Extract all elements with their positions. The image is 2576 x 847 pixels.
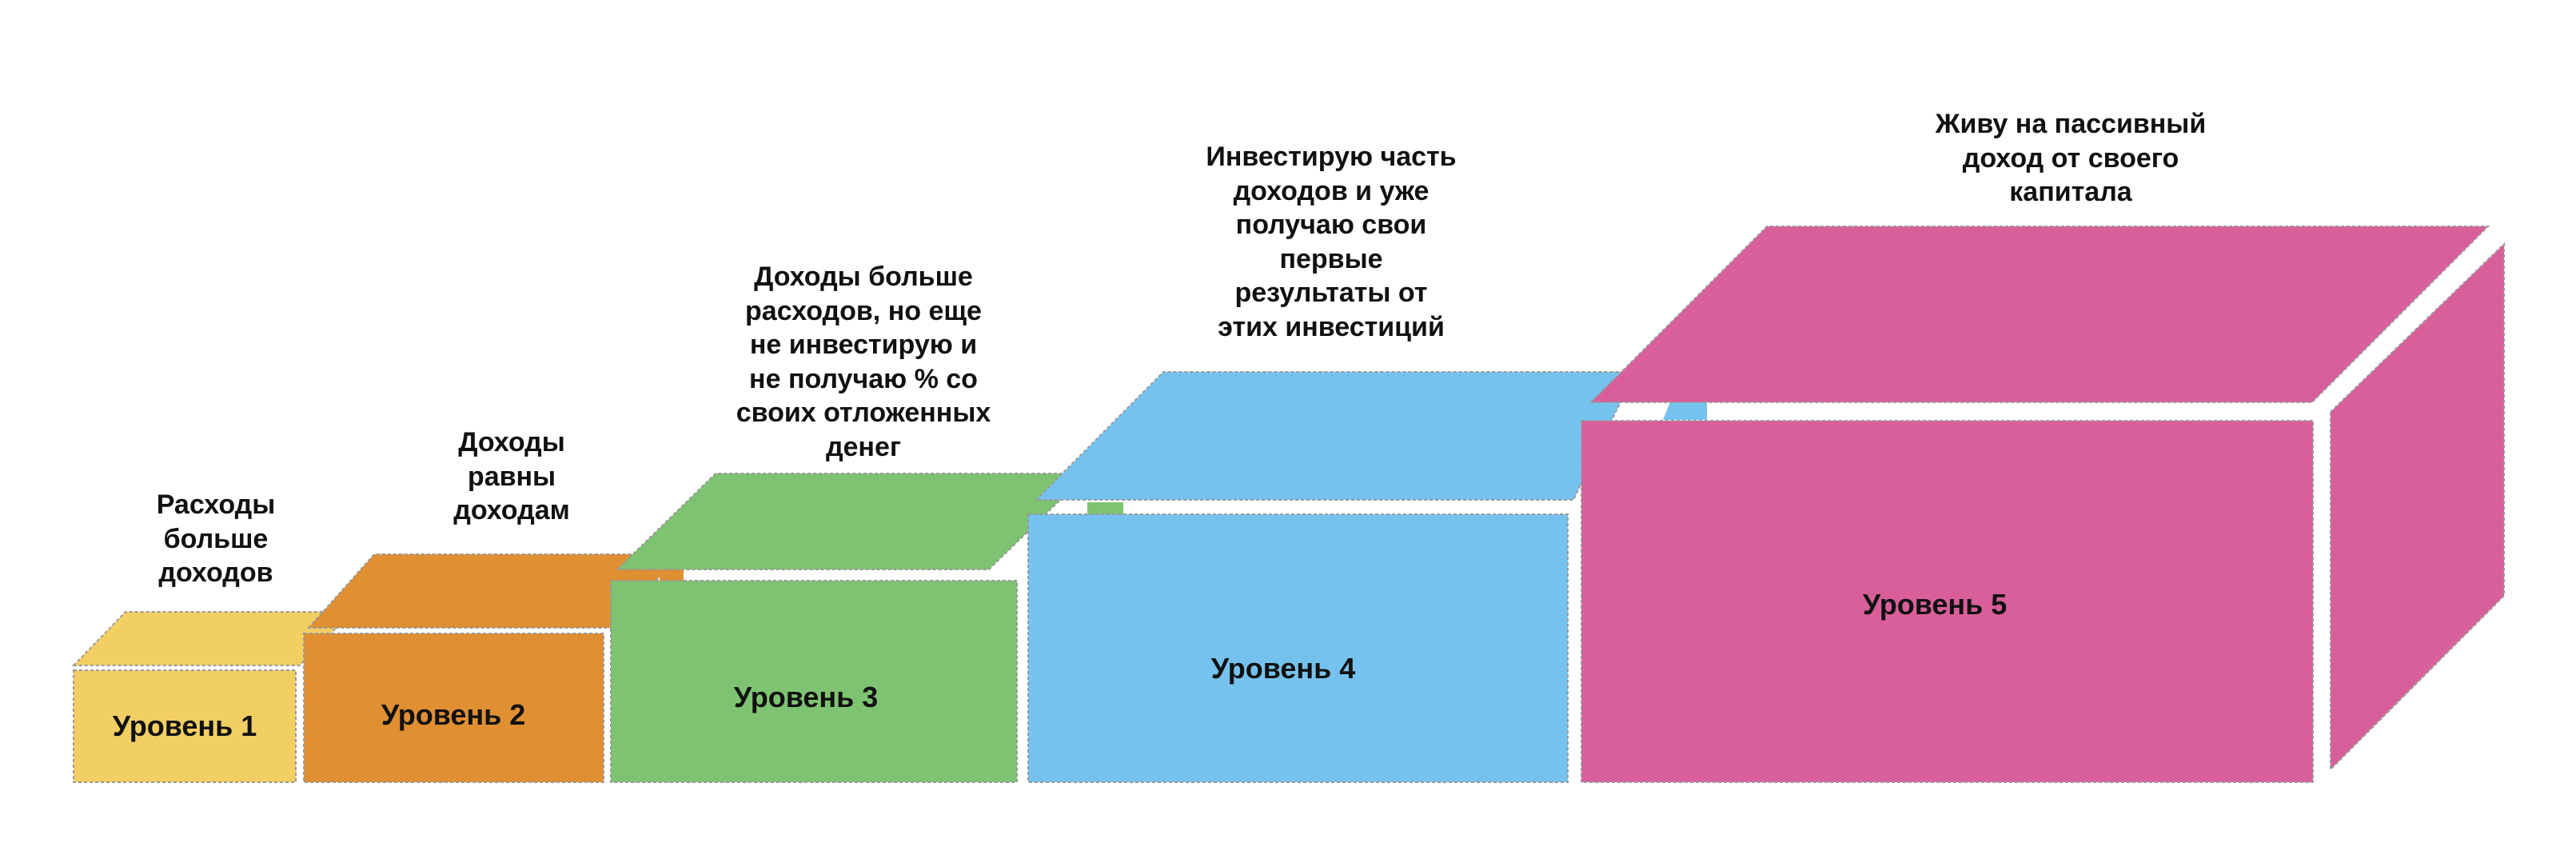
level-1-box: Уровень 1 bbox=[71, 611, 354, 783]
level-4-top bbox=[1034, 371, 1637, 501]
level-5-label: Уровень 5 bbox=[1863, 588, 2008, 621]
level-4-label: Уровень 4 bbox=[1211, 652, 1356, 685]
level-2-side-sliver bbox=[660, 568, 684, 584]
level-1-top bbox=[71, 611, 354, 666]
level-2-description: Доходы равны доходам bbox=[453, 427, 570, 525]
level-2-label: Уровень 2 bbox=[381, 698, 526, 731]
level-5-description: Живу на пассивный доход от своего капита… bbox=[1935, 109, 2207, 207]
level-5-box: Уровень 5 bbox=[1581, 226, 2505, 783]
level-3-top bbox=[615, 473, 1090, 570]
level-4-description: Инвестирую часть доходов и уже получаю с… bbox=[1206, 142, 1457, 342]
level-5-side bbox=[2330, 242, 2505, 772]
level-4-front bbox=[1027, 513, 1569, 783]
level-2-front bbox=[303, 633, 604, 783]
level-4-box: Уровень 4 bbox=[1027, 371, 1707, 783]
level-3-description: Доходы больше расходов, но еще не инвест… bbox=[736, 262, 991, 462]
level-1-front bbox=[73, 669, 297, 783]
level-1-description: Расходы больше доходов bbox=[156, 489, 276, 588]
level-5-front bbox=[1581, 420, 2314, 783]
level-5-top bbox=[1589, 226, 2490, 403]
level-3-front bbox=[610, 580, 1018, 783]
level-3-box: Уровень 3 bbox=[610, 473, 1123, 783]
level-2-box: Уровень 2 bbox=[303, 553, 684, 783]
level-3-label: Уровень 3 bbox=[734, 681, 879, 713]
level-4-side-sliver bbox=[1663, 400, 1707, 420]
level-1-label: Уровень 1 bbox=[113, 709, 257, 742]
